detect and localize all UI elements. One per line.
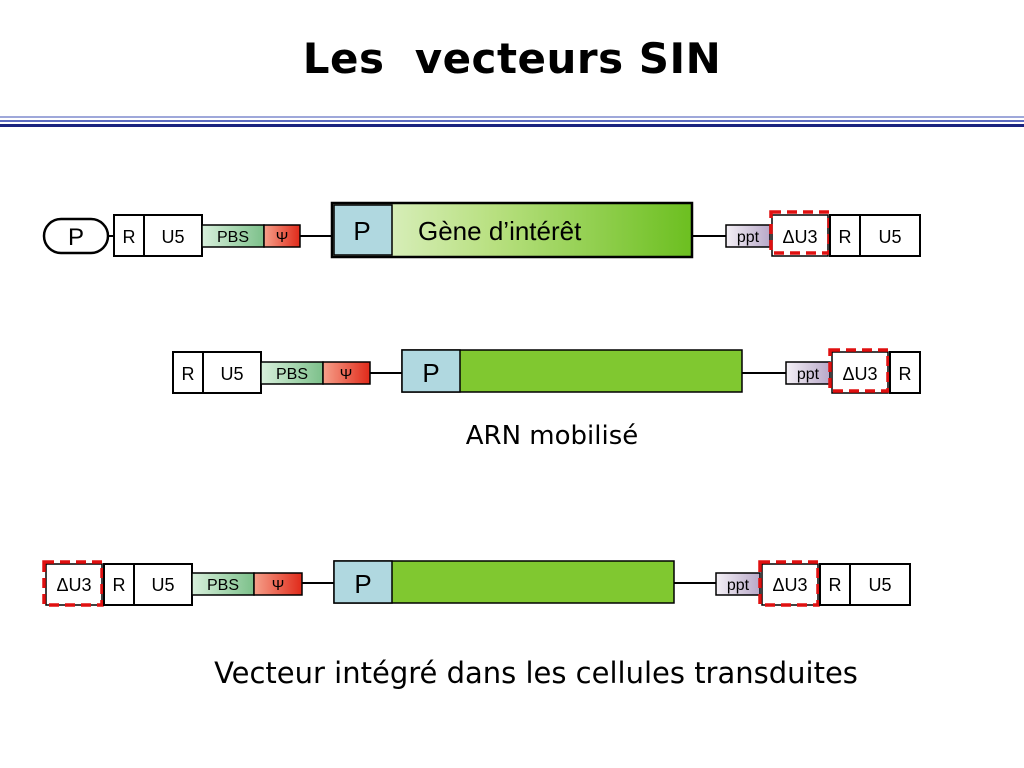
vector-row-integrated: ΔU3 R U5 PBS Ψ P ppt ΔU3 bbox=[42, 560, 911, 607]
psi-segment: Ψ bbox=[322, 361, 371, 385]
svg-text:P: P bbox=[68, 224, 84, 251]
ppt-segment: ppt bbox=[715, 572, 761, 596]
u5-segment-3prime: U5 bbox=[849, 563, 911, 606]
svg-text:ppt: ppt bbox=[797, 366, 820, 383]
svg-text:ppt: ppt bbox=[727, 577, 750, 594]
r-segment: R bbox=[103, 563, 135, 606]
gene-of-interest: P Gène d’intérêt bbox=[330, 201, 694, 259]
pbs-segment: PBS bbox=[260, 361, 324, 385]
u5-segment: U5 bbox=[133, 563, 193, 606]
page-title: Les vecteurs SIN bbox=[302, 34, 722, 83]
pbs-segment: PBS bbox=[201, 224, 265, 248]
vector-row-plasmid: P R U5 PBS Ψ P Gène d’intérêt ppt bbox=[42, 201, 921, 259]
svg-text:P: P bbox=[353, 216, 370, 246]
title-rule-light bbox=[0, 116, 1024, 118]
r-segment-3prime: R bbox=[819, 563, 851, 606]
r-segment-3prime: R bbox=[889, 351, 921, 394]
svg-text:PBS: PBS bbox=[207, 577, 239, 594]
svg-text:ppt: ppt bbox=[737, 229, 760, 246]
delta-u3-segment-3prime: ΔU3 bbox=[758, 560, 820, 607]
u5-segment-3prime: U5 bbox=[859, 214, 921, 257]
svg-text:PBS: PBS bbox=[276, 366, 308, 383]
svg-text:U5: U5 bbox=[151, 575, 174, 595]
svg-text:ΔU3: ΔU3 bbox=[56, 575, 91, 595]
svg-text:ΔU3: ΔU3 bbox=[782, 227, 817, 247]
ppt-segment: ppt bbox=[785, 361, 831, 385]
psi-segment: Ψ bbox=[263, 224, 301, 248]
u5-segment: U5 bbox=[202, 351, 262, 394]
external-promoter: P bbox=[42, 217, 110, 255]
ppt-segment: ppt bbox=[725, 224, 771, 248]
u5-segment: U5 bbox=[143, 214, 203, 257]
svg-text:Ψ: Ψ bbox=[272, 577, 285, 594]
svg-text:R: R bbox=[113, 575, 126, 595]
delta-u3-segment: ΔU3 bbox=[828, 348, 890, 394]
caption-integrated: Vecteur intégré dans les cellules transd… bbox=[214, 656, 858, 690]
svg-text:R: R bbox=[123, 227, 136, 247]
internal-promoter bbox=[401, 349, 461, 393]
r-segment-3prime: R bbox=[829, 214, 861, 257]
svg-text:R: R bbox=[839, 227, 852, 247]
svg-text:P: P bbox=[354, 569, 371, 599]
psi-segment: Ψ bbox=[253, 572, 303, 596]
svg-text:U5: U5 bbox=[220, 364, 243, 384]
internal-promoter bbox=[333, 560, 393, 604]
pbs-segment: PBS bbox=[191, 572, 255, 596]
svg-text:U5: U5 bbox=[161, 227, 184, 247]
svg-text:ΔU3: ΔU3 bbox=[772, 575, 807, 595]
svg-text:Gène d’intérêt: Gène d’intérêt bbox=[418, 216, 582, 246]
title-rule-dark bbox=[0, 124, 1024, 127]
svg-text:R: R bbox=[182, 364, 195, 384]
svg-text:Ψ: Ψ bbox=[340, 366, 353, 383]
delta-u3-segment: ΔU3 bbox=[769, 210, 831, 257]
svg-text:ΔU3: ΔU3 bbox=[842, 364, 877, 384]
r-segment: R bbox=[113, 214, 145, 257]
internal-promoter bbox=[333, 204, 393, 256]
svg-text:PBS: PBS bbox=[217, 229, 249, 246]
transgene-block: P bbox=[401, 349, 743, 393]
delta-u3-segment-5prime: ΔU3 bbox=[42, 560, 104, 607]
svg-text:R: R bbox=[899, 364, 912, 384]
vector-row-rna: R U5 PBS Ψ P ppt ΔU3 R bbox=[172, 348, 921, 394]
r-segment: R bbox=[172, 351, 204, 394]
svg-text:U5: U5 bbox=[878, 227, 901, 247]
svg-text:P: P bbox=[422, 358, 439, 388]
transgene-block: P bbox=[333, 560, 675, 604]
caption-rna: ARN mobilisé bbox=[465, 421, 639, 451]
svg-text:U5: U5 bbox=[868, 575, 891, 595]
svg-text:R: R bbox=[829, 575, 842, 595]
svg-text:Ψ: Ψ bbox=[276, 229, 289, 246]
title-rule-mid bbox=[0, 120, 1024, 122]
